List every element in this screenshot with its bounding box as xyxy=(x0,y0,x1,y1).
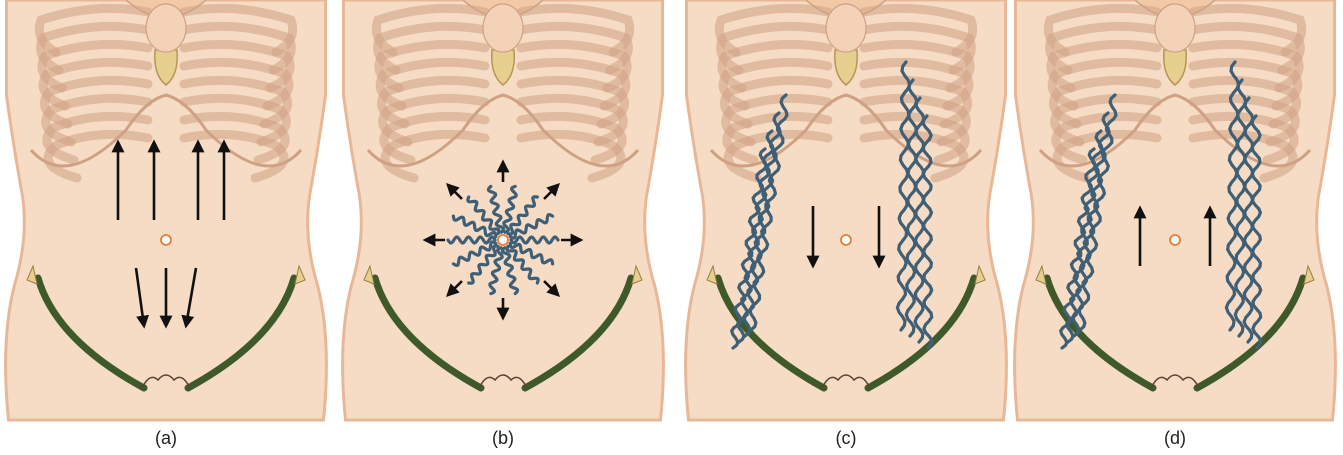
umbilicus-icon xyxy=(1170,235,1180,245)
caption-d: (d) xyxy=(1145,428,1205,449)
sternum xyxy=(826,4,866,52)
umbilicus-icon xyxy=(161,235,171,245)
caption-b: (b) xyxy=(473,428,533,449)
torso-panel-d xyxy=(1015,0,1336,420)
sternum xyxy=(483,4,523,52)
torso-panel-c xyxy=(686,0,1007,420)
umbilicus-icon xyxy=(498,235,508,245)
caption-c: (c) xyxy=(816,428,876,449)
caption-a: (a) xyxy=(136,428,196,449)
torso-panel-a xyxy=(6,0,327,420)
torso-panel-b xyxy=(343,0,664,420)
umbilicus-icon xyxy=(841,235,851,245)
sternum xyxy=(1155,4,1195,52)
sternum xyxy=(146,4,186,52)
